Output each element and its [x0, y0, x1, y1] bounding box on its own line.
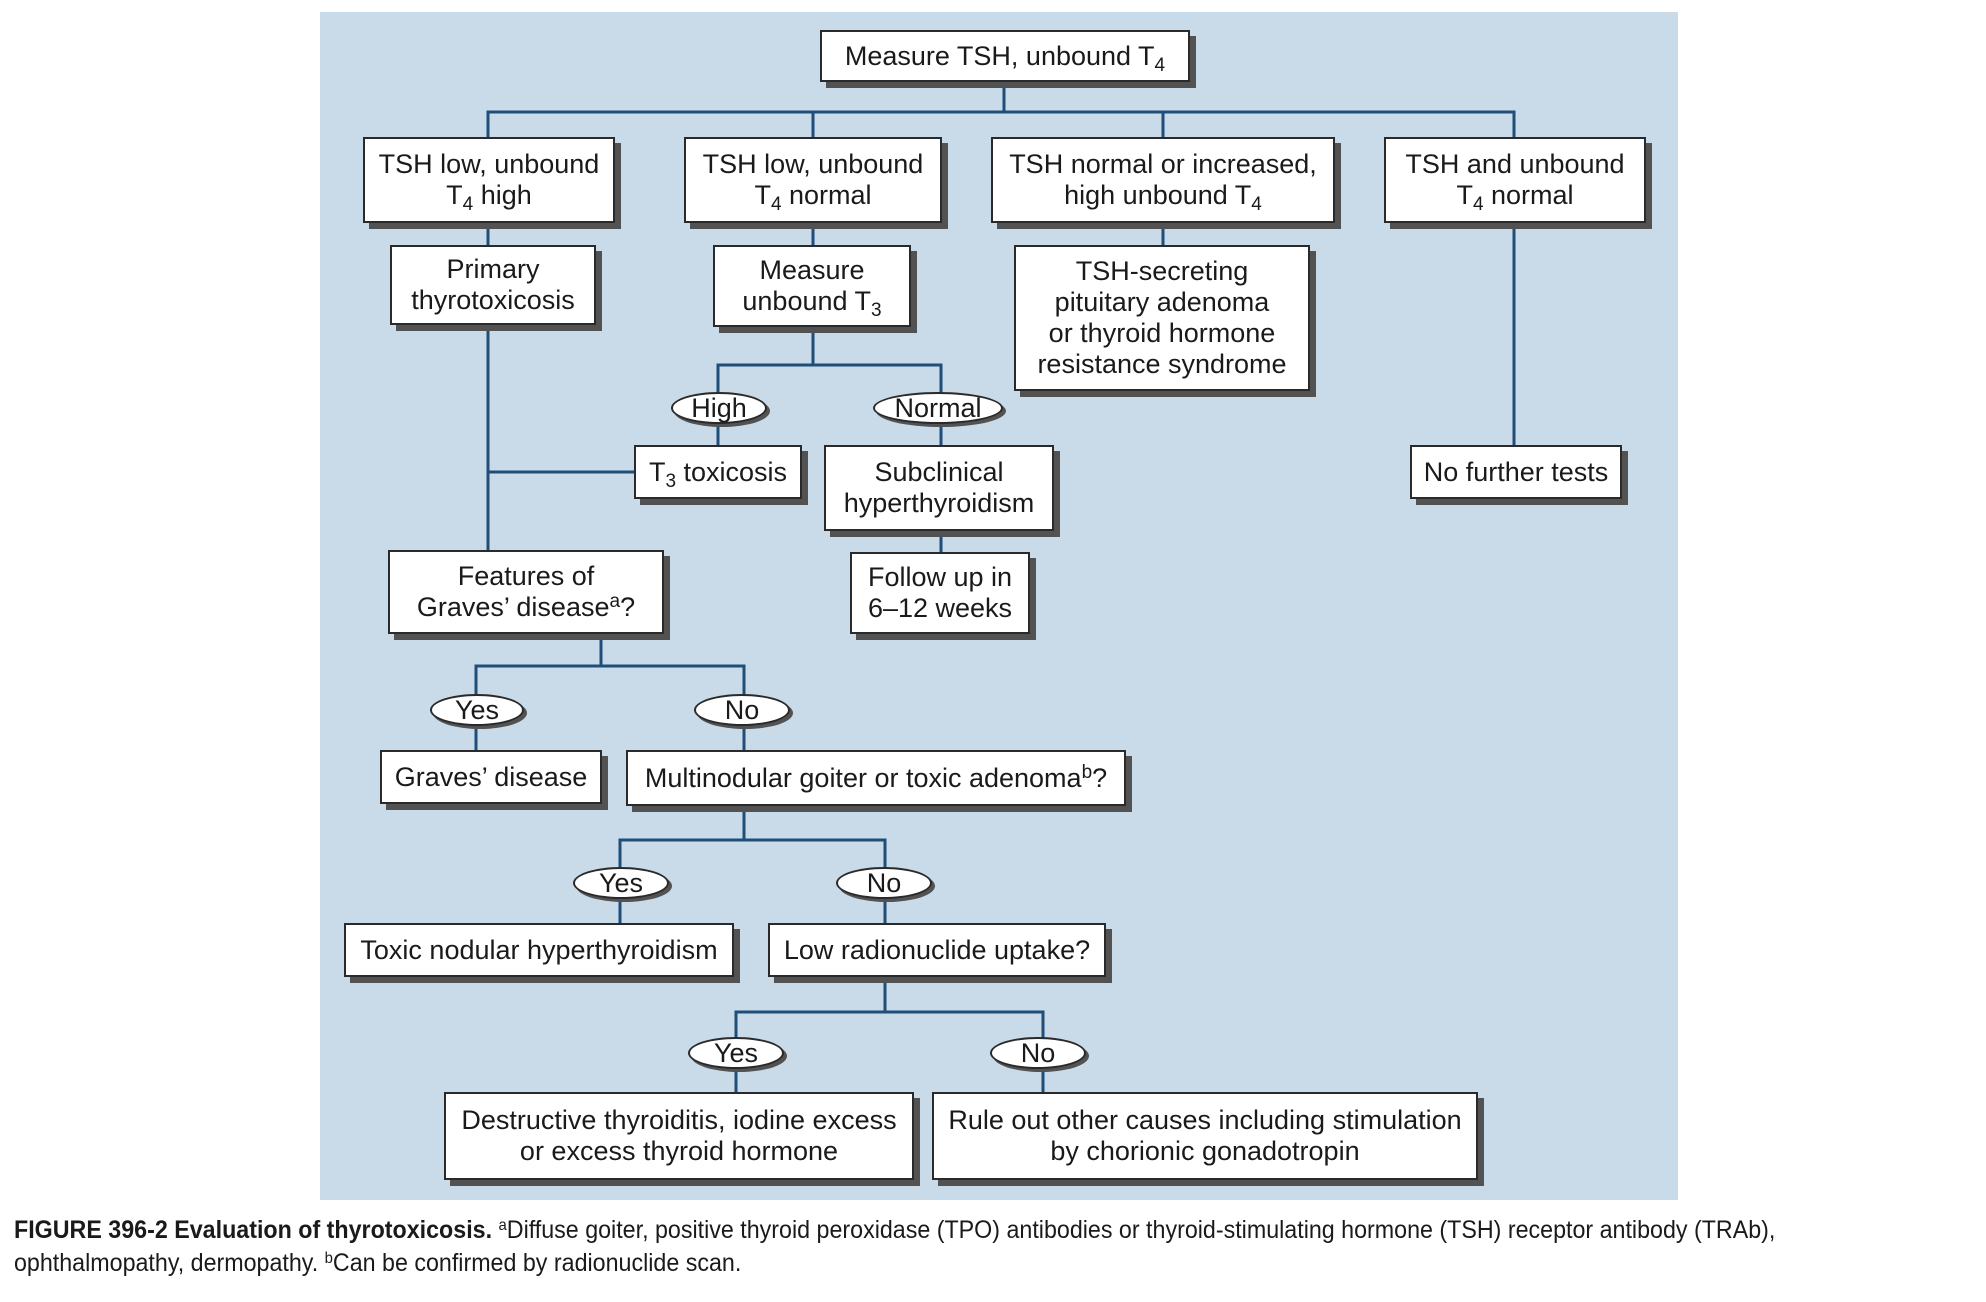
connector-measure-t3 [716, 221, 943, 554]
box-superscript: a [609, 591, 621, 612]
box-text: Graves’ disease [394, 761, 588, 792]
low-uptake-box: Low radionuclide uptake? [768, 923, 1106, 977]
nodular-no-label: No [836, 867, 932, 899]
tsh-low-t4-high-box: TSH low, unbound T4 high [363, 137, 615, 223]
box-text: TSH normal or increased, high unbound T [1009, 149, 1317, 210]
box-text-after: ? [1092, 762, 1108, 793]
box-label: TSH low, unbound T4 high [378, 149, 600, 214]
graves-no-label: No [694, 694, 790, 726]
connector-top-split [486, 80, 1516, 139]
box-subscript: 3 [871, 300, 882, 321]
measure-tsh-box: Measure TSH, unbound T4 [820, 30, 1190, 82]
box-label: Subclinical hyperthyroidism [844, 457, 1035, 519]
uptake-yes-label: Yes [688, 1037, 784, 1069]
tsh-normal-high-t4-box: TSH normal or increased, high unbound T4 [991, 137, 1335, 223]
box-text-after: high [473, 180, 532, 210]
branch-normal-label: Normal [873, 392, 1003, 424]
graves-yes-label: Yes [430, 694, 524, 726]
graves-features-box: Features of Graves’ diseasea? [388, 550, 664, 634]
box-text: TSH low, unbound T [378, 149, 600, 210]
box-text: Follow up in 6–12 weeks [867, 562, 1013, 623]
uptake-no-label: No [990, 1037, 1086, 1069]
box-text-after: normal [781, 180, 872, 210]
footnote-b: Can be confirmed by radionuclide scan. [332, 1249, 742, 1277]
box-text: Multinodular goiter or toxic adenoma [644, 762, 1082, 793]
toxic-nodular-box: Toxic nodular hyperthyroidism [344, 923, 734, 977]
destructive-thyroiditis-box: Destructive thyroiditis, iodine excess o… [444, 1092, 914, 1180]
t3-toxicosis-box: T3 toxicosis [634, 445, 802, 499]
footnote-a-continued: ophthalmopathy, dermopathy. [14, 1249, 325, 1277]
box-subscript: 4 [770, 194, 782, 215]
box-text: Toxic nodular hyperthyroidism [360, 934, 718, 965]
box-label: Follow up in 6–12 weeks [868, 562, 1012, 624]
box-label: T3 toxicosis [648, 456, 788, 491]
box-label: TSH low, unbound T4 normal [702, 149, 924, 214]
box-label: No further tests [1424, 457, 1609, 488]
tsh-secreting-box: TSH-secreting pituitary adenoma or thyro… [1014, 245, 1310, 391]
multinodular-goiter-box: Multinodular goiter or toxic adenomab? [626, 750, 1126, 806]
subclinical-hyperthyroidism-box: Subclinical hyperthyroidism [824, 445, 1054, 531]
connector-nodular [618, 804, 887, 925]
box-text-after: normal [1483, 180, 1574, 210]
footnote-a-mark: a [498, 1217, 507, 1234]
box-label: Low radionuclide uptake? [784, 935, 1090, 966]
primary-thyrotoxicosis-box: Primary thyrotoxicosis [390, 245, 596, 325]
box-subscript: 4 [1251, 194, 1262, 215]
graves-disease-box: Graves’ disease [380, 750, 602, 804]
box-text: Features of Graves’ disease [416, 561, 610, 622]
box-text: Measure TSH, unbound T [844, 40, 1155, 71]
box-text: TSH and unbound T [1405, 149, 1625, 210]
box-text: Rule out other causes including stimulat… [948, 1105, 1462, 1166]
figure-number: FIGURE 396-2 [14, 1216, 168, 1244]
measure-t3-box: Measure unbound T3 [713, 245, 911, 327]
box-text-after: ? [620, 592, 636, 622]
box-label: Measure unbound T3 [742, 255, 881, 320]
box-superscript: b [1081, 761, 1093, 783]
box-label: Features of Graves’ diseasea? [417, 561, 635, 623]
branch-high-label: High [671, 392, 767, 424]
box-subscript: 4 [1154, 54, 1166, 76]
figure-title: Evaluation of thyrotoxicosis. [174, 1216, 493, 1244]
box-label: TSH and unbound T4 normal [1405, 149, 1625, 214]
box-label: Graves’ disease [395, 762, 588, 793]
box-text: Destructive thyroiditis, iodine excess o… [461, 1105, 897, 1166]
tsh-low-t4-normal-box: TSH low, unbound T4 normal [684, 137, 942, 223]
box-label: Primary thyrotoxicosis [411, 254, 575, 316]
box-text: TSH low, unbound T [702, 149, 924, 210]
box-label: Multinodular goiter or toxic adenomab? [645, 763, 1107, 794]
box-label: Measure TSH, unbound T4 [844, 40, 1165, 75]
connector-uptake [734, 975, 1045, 1094]
box-text: Primary thyrotoxicosis [411, 254, 575, 315]
figure-caption: FIGURE 396-2 Evaluation of thyrotoxicosi… [14, 1214, 1837, 1280]
box-text: Measure unbound T [742, 255, 872, 316]
follow-up-box: Follow up in 6–12 weeks [850, 552, 1030, 634]
box-text: T [648, 456, 666, 487]
box-label: Toxic nodular hyperthyroidism [360, 935, 717, 966]
tsh-t4-normal-box: TSH and unbound T4 normal [1384, 137, 1646, 223]
box-subscript: 3 [665, 470, 677, 492]
nodular-yes-label: Yes [573, 867, 669, 899]
no-further-tests-box: No further tests [1410, 445, 1622, 499]
box-text-after: toxicosis [676, 456, 788, 487]
connector-graves [474, 632, 746, 752]
box-subscript: 4 [1472, 194, 1484, 215]
footnote-b-mark: b [324, 1250, 333, 1267]
rule-out-box: Rule out other causes including stimulat… [932, 1092, 1478, 1180]
box-text: Low radionuclide uptake? [783, 934, 1091, 965]
box-label: Destructive thyroiditis, iodine excess o… [461, 1105, 896, 1167]
box-text: Subclinical hyperthyroidism [843, 457, 1035, 518]
box-subscript: 4 [462, 194, 474, 215]
box-label: Rule out other causes including stimulat… [948, 1105, 1461, 1167]
footnote-a: Diffuse goiter, positive thyroid peroxid… [506, 1216, 1776, 1244]
box-label: TSH normal or increased, high unbound T4 [1009, 149, 1317, 214]
box-text: TSH-secreting pituitary adenoma or thyro… [1037, 256, 1287, 379]
box-text: No further tests [1423, 456, 1609, 487]
box-label: TSH-secreting pituitary adenoma or thyro… [1037, 256, 1286, 380]
